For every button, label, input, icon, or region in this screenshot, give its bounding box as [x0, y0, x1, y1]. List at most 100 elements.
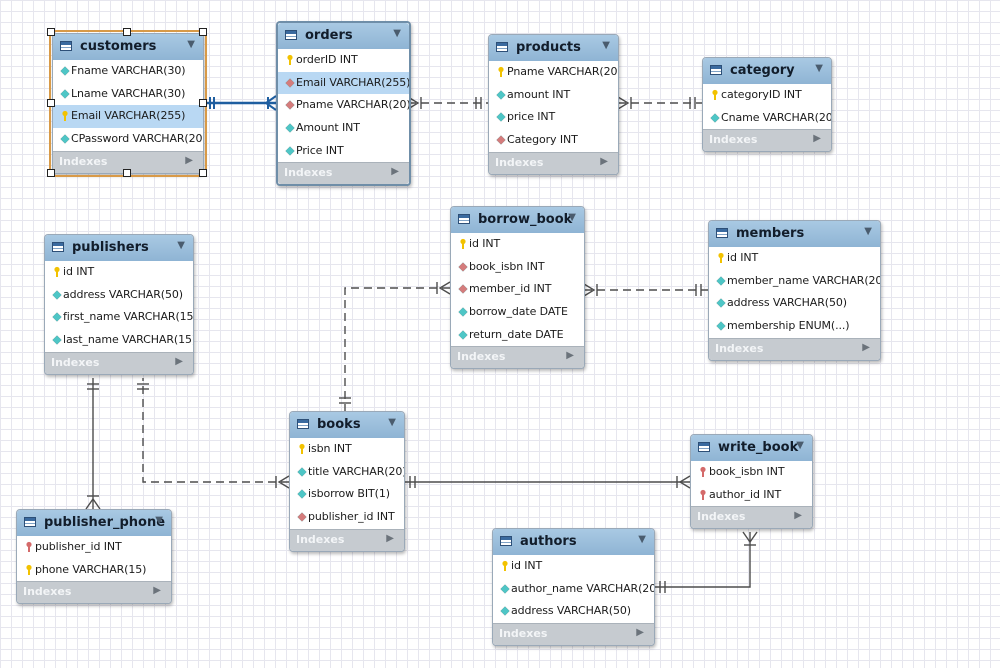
expand-triangle-icon[interactable]: ▶ — [185, 154, 193, 166]
column-row[interactable]: author_name VARCHAR(20) — [493, 578, 654, 601]
rel-write_book-authors[interactable] — [654, 531, 758, 593]
column-row[interactable]: CPassword VARCHAR(20) — [53, 128, 203, 151]
expand-triangle-icon[interactable]: ▶ — [566, 350, 574, 362]
column-row[interactable]: borrow_date DATE — [451, 301, 584, 324]
column-row[interactable]: last_name VARCHAR(15) — [45, 329, 193, 352]
column-row[interactable]: Price INT — [278, 140, 409, 163]
column-row[interactable]: id INT — [493, 555, 654, 578]
table-header[interactable]: authors▼ — [493, 529, 654, 555]
column-row[interactable]: price INT — [489, 106, 618, 129]
resize-handle[interactable] — [123, 28, 131, 36]
column-row[interactable]: Category INT — [489, 129, 618, 152]
expand-triangle-icon[interactable]: ▶ — [391, 166, 399, 178]
rel-borrow_book-members[interactable] — [583, 283, 708, 297]
column-row[interactable]: orderID INT — [278, 49, 409, 72]
expand-triangle-icon[interactable]: ▶ — [600, 155, 608, 167]
column-row[interactable]: publisher_id INT — [17, 536, 171, 559]
collapse-triangle-icon[interactable]: ▼ — [177, 240, 185, 251]
expand-triangle-icon[interactable]: ▶ — [175, 355, 183, 367]
column-row[interactable]: book_isbn INT — [691, 461, 812, 484]
collapse-triangle-icon[interactable]: ▼ — [864, 226, 872, 237]
indexes-section[interactable]: Indexes▶ — [691, 506, 812, 529]
column-row[interactable]: Lname VARCHAR(30) — [53, 83, 203, 106]
rel-products-category[interactable] — [617, 96, 702, 110]
column-row[interactable]: Email VARCHAR(255) — [278, 71, 409, 95]
collapse-triangle-icon[interactable]: ▼ — [155, 515, 163, 526]
column-row[interactable]: address VARCHAR(50) — [493, 600, 654, 623]
column-row[interactable]: Pname VARCHAR(20) — [489, 61, 618, 84]
collapse-triangle-icon[interactable]: ▼ — [568, 212, 576, 223]
resize-handle[interactable] — [199, 98, 207, 107]
resize-handle[interactable] — [47, 98, 55, 107]
column-row[interactable]: categoryID INT — [703, 84, 831, 107]
collapse-triangle-icon[interactable]: ▼ — [187, 39, 195, 50]
collapse-triangle-icon[interactable]: ▼ — [602, 40, 610, 51]
collapse-triangle-icon[interactable]: ▼ — [638, 534, 646, 545]
table-header[interactable]: books▼ — [290, 412, 404, 438]
column-row[interactable]: amount INT — [489, 84, 618, 107]
indexes-section[interactable]: Indexes▶ — [290, 528, 404, 551]
expand-triangle-icon[interactable]: ▶ — [813, 133, 821, 145]
indexes-section[interactable]: Indexes▶ — [53, 150, 203, 173]
resize-handle[interactable] — [47, 28, 55, 36]
column-row[interactable]: publisher_id INT — [290, 506, 404, 529]
collapse-triangle-icon[interactable]: ▼ — [796, 440, 804, 451]
expand-triangle-icon[interactable]: ▶ — [386, 532, 394, 544]
column-row[interactable]: address VARCHAR(50) — [45, 284, 193, 307]
resize-handle[interactable] — [47, 169, 55, 177]
table-customers[interactable]: customers▼Fname VARCHAR(30)Lname VARCHAR… — [49, 30, 207, 177]
column-row[interactable]: phone VARCHAR(15) — [17, 559, 171, 582]
indexes-section[interactable]: Indexes▶ — [493, 623, 654, 646]
column-row[interactable]: member_name VARCHAR(20) — [709, 270, 880, 293]
column-row[interactable]: membership ENUM(...) — [709, 315, 880, 338]
column-row[interactable]: address VARCHAR(50) — [709, 292, 880, 315]
column-row[interactable]: book_isbn INT — [451, 256, 584, 279]
expand-triangle-icon[interactable]: ▶ — [794, 510, 802, 522]
indexes-section[interactable]: Indexes▶ — [45, 351, 193, 374]
rel-customers-orders[interactable] — [205, 95, 277, 111]
expand-triangle-icon[interactable]: ▶ — [153, 585, 161, 597]
column-row[interactable]: Pname VARCHAR(20) — [278, 94, 409, 117]
table-header[interactable]: members▼ — [709, 221, 880, 247]
rel-orders-products[interactable] — [407, 96, 488, 110]
indexes-section[interactable]: Indexes▶ — [489, 151, 618, 174]
table-header[interactable]: write_book▼ — [691, 435, 812, 461]
table-header[interactable]: category▼ — [703, 58, 831, 84]
table-header[interactable]: products▼ — [489, 35, 618, 61]
column-row[interactable]: Email VARCHAR(255) — [53, 105, 203, 129]
rel-books-publishers[interactable] — [137, 378, 290, 489]
indexes-section[interactable]: Indexes▶ — [709, 337, 880, 360]
column-row[interactable]: id INT — [45, 261, 193, 284]
indexes-section[interactable]: Indexes▶ — [17, 581, 171, 604]
column-row[interactable]: isborrow BIT(1) — [290, 483, 404, 506]
indexes-section[interactable]: Indexes▶ — [703, 129, 831, 152]
table-header[interactable]: publishers▼ — [45, 235, 193, 261]
column-row[interactable]: return_date DATE — [451, 324, 584, 347]
column-row[interactable]: id INT — [709, 247, 880, 270]
resize-handle[interactable] — [199, 28, 207, 36]
collapse-triangle-icon[interactable]: ▼ — [388, 417, 396, 428]
expand-triangle-icon[interactable]: ▶ — [862, 341, 870, 353]
rel-write_book-books[interactable] — [404, 475, 691, 489]
collapse-triangle-icon[interactable]: ▼ — [393, 28, 401, 39]
column-row[interactable]: member_id INT — [451, 278, 584, 301]
table-header[interactable]: borrow_book▼ — [451, 207, 584, 233]
expand-triangle-icon[interactable]: ▶ — [636, 627, 644, 639]
column-row[interactable]: Amount INT — [278, 117, 409, 140]
column-row[interactable]: Fname VARCHAR(30) — [53, 60, 203, 83]
table-header[interactable]: publisher_phone▼ — [17, 510, 171, 536]
column-row[interactable]: first_name VARCHAR(15) — [45, 306, 193, 329]
column-row[interactable]: Cname VARCHAR(20) — [703, 107, 831, 130]
resize-handle[interactable] — [123, 169, 131, 177]
column-row[interactable]: id INT — [451, 233, 584, 256]
table-header[interactable]: customers▼ — [53, 34, 203, 60]
rel-borrow_book-books[interactable] — [339, 281, 451, 411]
